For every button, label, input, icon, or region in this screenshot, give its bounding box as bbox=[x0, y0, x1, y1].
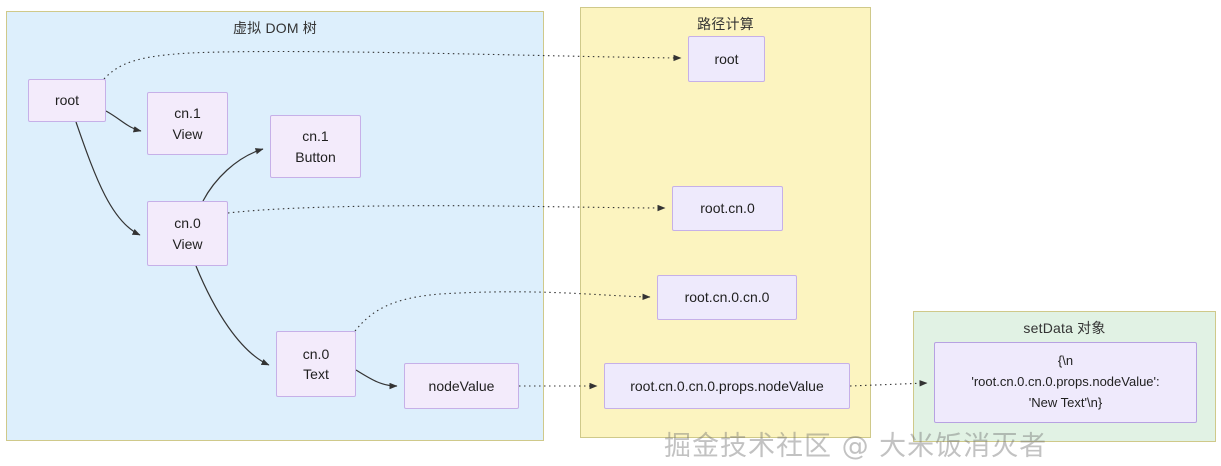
node-path-root-cn0-cn0-props-nodevalue[interactable]: root.cn.0.cn.0.props.nodeValue bbox=[604, 363, 850, 409]
node-cn1-button[interactable]: cn.1 Button bbox=[270, 115, 361, 178]
node-setdata-code[interactable]: {\n 'root.cn.0.cn.0.props.nodeValue': 'N… bbox=[934, 342, 1197, 423]
panel-title-setdata-object: setData 对象 bbox=[1023, 320, 1106, 336]
node-cn0-text[interactable]: cn.0 Text bbox=[276, 331, 356, 397]
node-root[interactable]: root bbox=[28, 79, 106, 122]
node-cn0-view[interactable]: cn.0 View bbox=[147, 201, 228, 266]
node-path-root[interactable]: root bbox=[688, 36, 765, 82]
node-path-root-cn0-cn0[interactable]: root.cn.0.cn.0 bbox=[657, 275, 797, 320]
panel-title-virtual-dom-tree: 虚拟 DOM 树 bbox=[232, 20, 318, 36]
node-cn1-view[interactable]: cn.1 View bbox=[147, 92, 228, 155]
node-nodevalue[interactable]: nodeValue bbox=[404, 363, 519, 409]
watermark: 掘金技术社区 @ 大米饭消灭者 bbox=[664, 431, 1048, 462]
node-path-root-cn0[interactable]: root.cn.0 bbox=[672, 186, 783, 231]
panel-title-path-calculation: 路径计算 bbox=[697, 16, 754, 32]
